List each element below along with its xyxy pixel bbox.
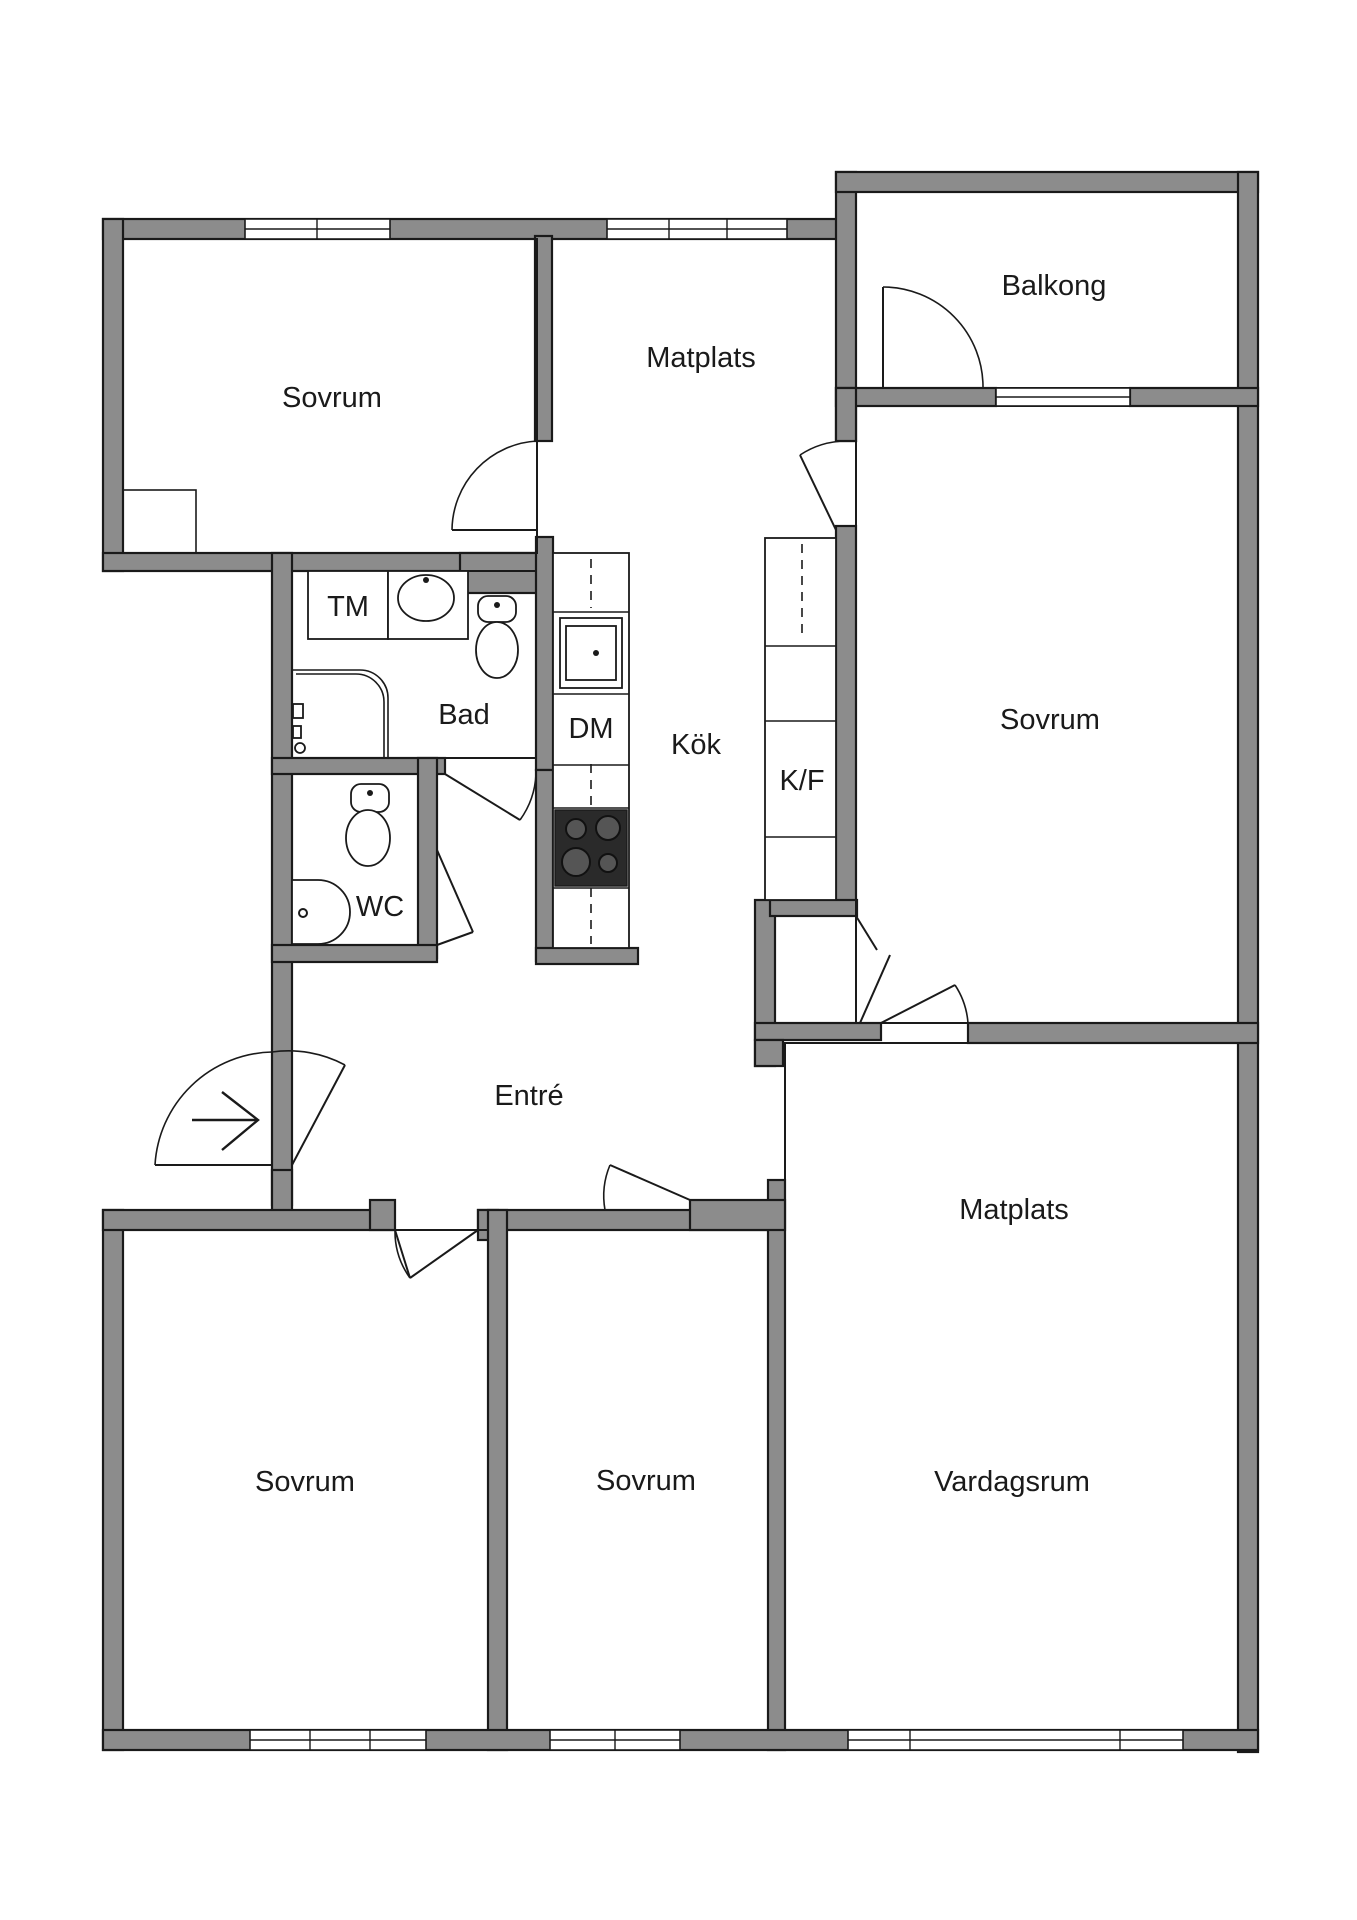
wall-kitchen-right (834, 524, 858, 916)
wall-lower-left-stub (368, 1198, 397, 1232)
wall-lower-divider-2 (766, 1178, 787, 1752)
label-kok: Kök (671, 729, 721, 761)
wall-closet-bottom (753, 1021, 883, 1042)
label-wc: WC (356, 891, 404, 923)
door-sovrum-bottom-mid (602, 1164, 691, 1211)
wall-wc-right (416, 756, 439, 960)
wall-balcony-top (834, 170, 1260, 194)
sink-icon (559, 617, 623, 689)
window-bottom-left (249, 1729, 427, 1751)
label-entre: Entré (494, 1080, 563, 1112)
entrance-arrow-icon (192, 1091, 260, 1151)
closet-square (122, 489, 197, 554)
wall-wc-bottom (270, 943, 439, 964)
window-matplats-top (606, 218, 788, 240)
kitchen-cabinets-right (764, 537, 837, 901)
outline-vardagsrum (784, 1042, 1239, 1731)
sink-icon (397, 574, 455, 622)
door-sovrum-bottom-left (394, 1229, 479, 1279)
wall-right-outer (1236, 170, 1260, 1754)
wall-lower-right-stub (688, 1198, 787, 1232)
wall-lower-left-top (101, 1208, 395, 1232)
toilet-icon (345, 783, 391, 867)
door-balkong (882, 286, 984, 389)
door-sovrum-right-upper (799, 440, 847, 531)
wall-left-lower (101, 1208, 125, 1752)
outline-wc (291, 773, 419, 946)
wall-bedroom-right-bottom (966, 1021, 1260, 1045)
windows (244, 218, 1184, 1751)
doors (154, 286, 984, 1279)
walls (101, 170, 1260, 1754)
stove-icon (554, 809, 628, 887)
label-tm: TM (327, 591, 369, 623)
door-sovrum-top-left (451, 440, 538, 531)
window-bottom-mid (549, 1729, 681, 1751)
wall-balcony-bottom-left (834, 386, 998, 408)
window-bottom-right (847, 1729, 1184, 1751)
wall-closet-nub (753, 1038, 785, 1068)
wall-closet-top (768, 898, 859, 918)
wall-entry-left (270, 1168, 294, 1216)
label-matplats-right: Matplats (959, 1194, 1069, 1226)
door-entrance (154, 1050, 346, 1170)
label-dm: DM (568, 713, 613, 745)
label-vardagsrum: Vardagsrum (934, 1466, 1090, 1498)
wall-partition-upper (533, 234, 554, 443)
wall-balcony-bottom-right (1128, 386, 1260, 408)
label-sovrum-top-left: Sovrum (282, 382, 382, 414)
door-bad (444, 773, 537, 821)
door-closet (855, 915, 969, 1024)
label-sovrum-right: Sovrum (1000, 704, 1100, 736)
label-bad: Bad (438, 699, 490, 731)
window-balcony (995, 387, 1131, 407)
window-top-left (244, 218, 391, 240)
label-kf: K/F (779, 765, 824, 797)
wall-kitchen-left (534, 768, 555, 963)
label-matplats-top: Matplats (646, 342, 756, 374)
toilet-icon (475, 595, 519, 679)
labels: Sovrum Matplats Balkong Sovrum Bad TM DM… (255, 270, 1106, 1498)
wall-col-upper (834, 386, 858, 443)
label-sovrum-bottom-mid: Sovrum (596, 1465, 696, 1497)
wall-bath-right (534, 535, 555, 772)
sink-icon (291, 879, 351, 945)
wall-lower-divider-1 (486, 1208, 509, 1752)
shower-icon (292, 669, 389, 758)
wall-bath-left (270, 551, 294, 1207)
wall-kitchen-bottom (534, 946, 640, 966)
label-sovrum-bottom-left: Sovrum (255, 1466, 355, 1498)
wall-left-upper (101, 217, 125, 573)
door-wc (436, 849, 474, 946)
fixtures (192, 537, 837, 1151)
label-balkong: Balkong (1002, 270, 1107, 302)
washing-machine (307, 570, 389, 640)
